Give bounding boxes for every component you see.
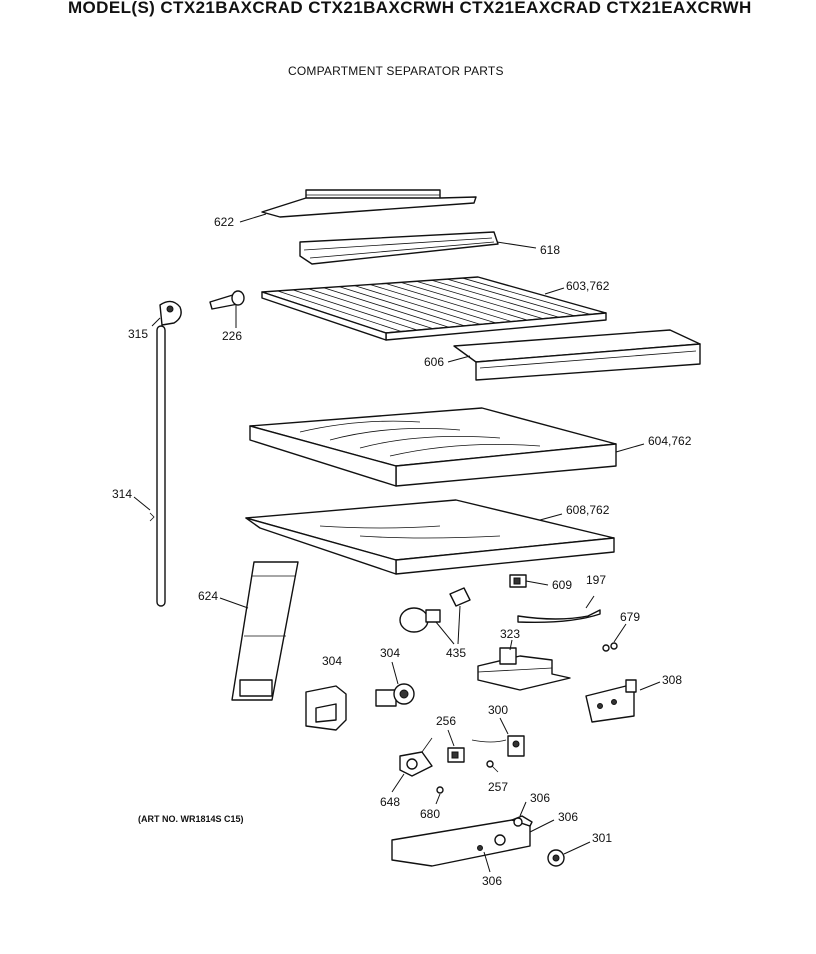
part-314-rod bbox=[149, 300, 182, 607]
callout-618: 618 bbox=[540, 243, 560, 257]
part-435-lamp bbox=[399, 587, 471, 633]
part-608-separator-bottom bbox=[245, 499, 615, 575]
leader-624 bbox=[219, 597, 249, 609]
callout-680: 680 bbox=[420, 807, 440, 821]
leader-608 bbox=[539, 513, 563, 521]
grille-line bbox=[339, 286, 465, 327]
part-609-clip bbox=[509, 574, 527, 588]
leader-435b bbox=[457, 605, 461, 645]
leader-680 bbox=[435, 793, 441, 805]
callout-609: 609 bbox=[552, 578, 572, 592]
part-226-pin bbox=[209, 290, 245, 310]
leader-604 bbox=[615, 443, 645, 453]
callout-308: 308 bbox=[662, 673, 682, 687]
model-list-header: MODEL(S) CTX21BAXCRAD CTX21BAXCRWH CTX21… bbox=[68, 0, 752, 17]
part-679-screw bbox=[602, 642, 618, 652]
section-title: COMPARTMENT SEPARATOR PARTS bbox=[288, 64, 504, 78]
part-618-rail bbox=[299, 231, 499, 265]
leader-301 bbox=[563, 841, 591, 855]
part-304-knob bbox=[375, 683, 415, 707]
leader-308 bbox=[639, 681, 661, 691]
part-624-panel bbox=[231, 561, 299, 701]
callout-257: 257 bbox=[488, 780, 508, 794]
callout-648: 648 bbox=[380, 795, 400, 809]
leader-306-mid bbox=[529, 819, 555, 833]
callout-306-top: 306 bbox=[530, 791, 550, 805]
leader-306-top bbox=[519, 801, 527, 817]
callout-624: 624 bbox=[198, 589, 218, 603]
grille-line bbox=[354, 285, 481, 325]
leader-304-knob bbox=[391, 661, 399, 685]
part-301-knob bbox=[547, 849, 565, 867]
part-control-bracket bbox=[391, 815, 533, 867]
part-304-cover bbox=[305, 685, 347, 731]
leader-306-bottom bbox=[483, 851, 491, 873]
leader-300 bbox=[499, 717, 509, 735]
leader-618 bbox=[496, 241, 537, 249]
callout-226: 226 bbox=[222, 329, 242, 343]
callout-435: 435 bbox=[446, 646, 466, 660]
leader-314 bbox=[133, 496, 151, 511]
leader-679 bbox=[613, 623, 627, 643]
grille-line bbox=[385, 283, 512, 322]
part-606-front-trim bbox=[453, 329, 701, 381]
grille-line bbox=[462, 277, 591, 315]
callout-300: 300 bbox=[488, 703, 508, 717]
leader-435a bbox=[435, 621, 455, 645]
part-648-thermostat bbox=[399, 737, 433, 777]
part-256-switch bbox=[447, 747, 465, 763]
leader-323 bbox=[509, 639, 513, 651]
leader-603 bbox=[544, 287, 565, 295]
part-197-gasket bbox=[517, 609, 601, 624]
callout-301: 301 bbox=[592, 831, 612, 845]
leader-197 bbox=[585, 595, 595, 609]
part-622-cover bbox=[261, 189, 477, 218]
callout-323: 323 bbox=[500, 627, 520, 641]
callout-603-762: 603,762 bbox=[566, 279, 610, 293]
art-number: (ART NO. WR1814S C15) bbox=[138, 814, 244, 824]
callout-306-mid: 306 bbox=[558, 810, 578, 824]
callout-304-cover: 304 bbox=[322, 654, 342, 668]
grille-line bbox=[308, 288, 434, 330]
part-300-control bbox=[471, 735, 525, 757]
part-604-separator-top bbox=[249, 407, 617, 487]
callout-306-bottom: 306 bbox=[482, 874, 502, 888]
grille-line bbox=[277, 290, 402, 332]
leader-606 bbox=[447, 355, 471, 363]
callout-622: 622 bbox=[214, 215, 234, 229]
grille-line bbox=[400, 281, 528, 321]
callout-315: 315 bbox=[128, 327, 148, 341]
callout-679: 679 bbox=[620, 610, 640, 624]
leader-256 bbox=[447, 729, 455, 747]
callout-197: 197 bbox=[586, 573, 606, 587]
leader-315 bbox=[151, 317, 161, 327]
callout-314: 314 bbox=[112, 487, 132, 501]
grille-line bbox=[323, 287, 449, 328]
callout-256: 256 bbox=[436, 714, 456, 728]
callout-606: 606 bbox=[424, 355, 444, 369]
grille-line bbox=[447, 278, 575, 317]
grille-line bbox=[431, 279, 559, 318]
part-680-screw bbox=[436, 786, 444, 794]
leader-622 bbox=[239, 213, 267, 223]
part-323-housing bbox=[477, 647, 571, 691]
part-308-bracket bbox=[585, 679, 637, 723]
callout-604-762: 604,762 bbox=[648, 434, 692, 448]
callout-608-762: 608,762 bbox=[566, 503, 610, 517]
callout-304-knob: 304 bbox=[380, 646, 400, 660]
grille-line bbox=[292, 289, 418, 331]
leader-648 bbox=[391, 773, 405, 793]
grille-line bbox=[369, 284, 497, 324]
part-603-grille-shelf bbox=[261, 276, 607, 341]
grille-line bbox=[416, 280, 544, 320]
leader-609 bbox=[525, 580, 549, 586]
part-257-screw bbox=[486, 760, 499, 773]
